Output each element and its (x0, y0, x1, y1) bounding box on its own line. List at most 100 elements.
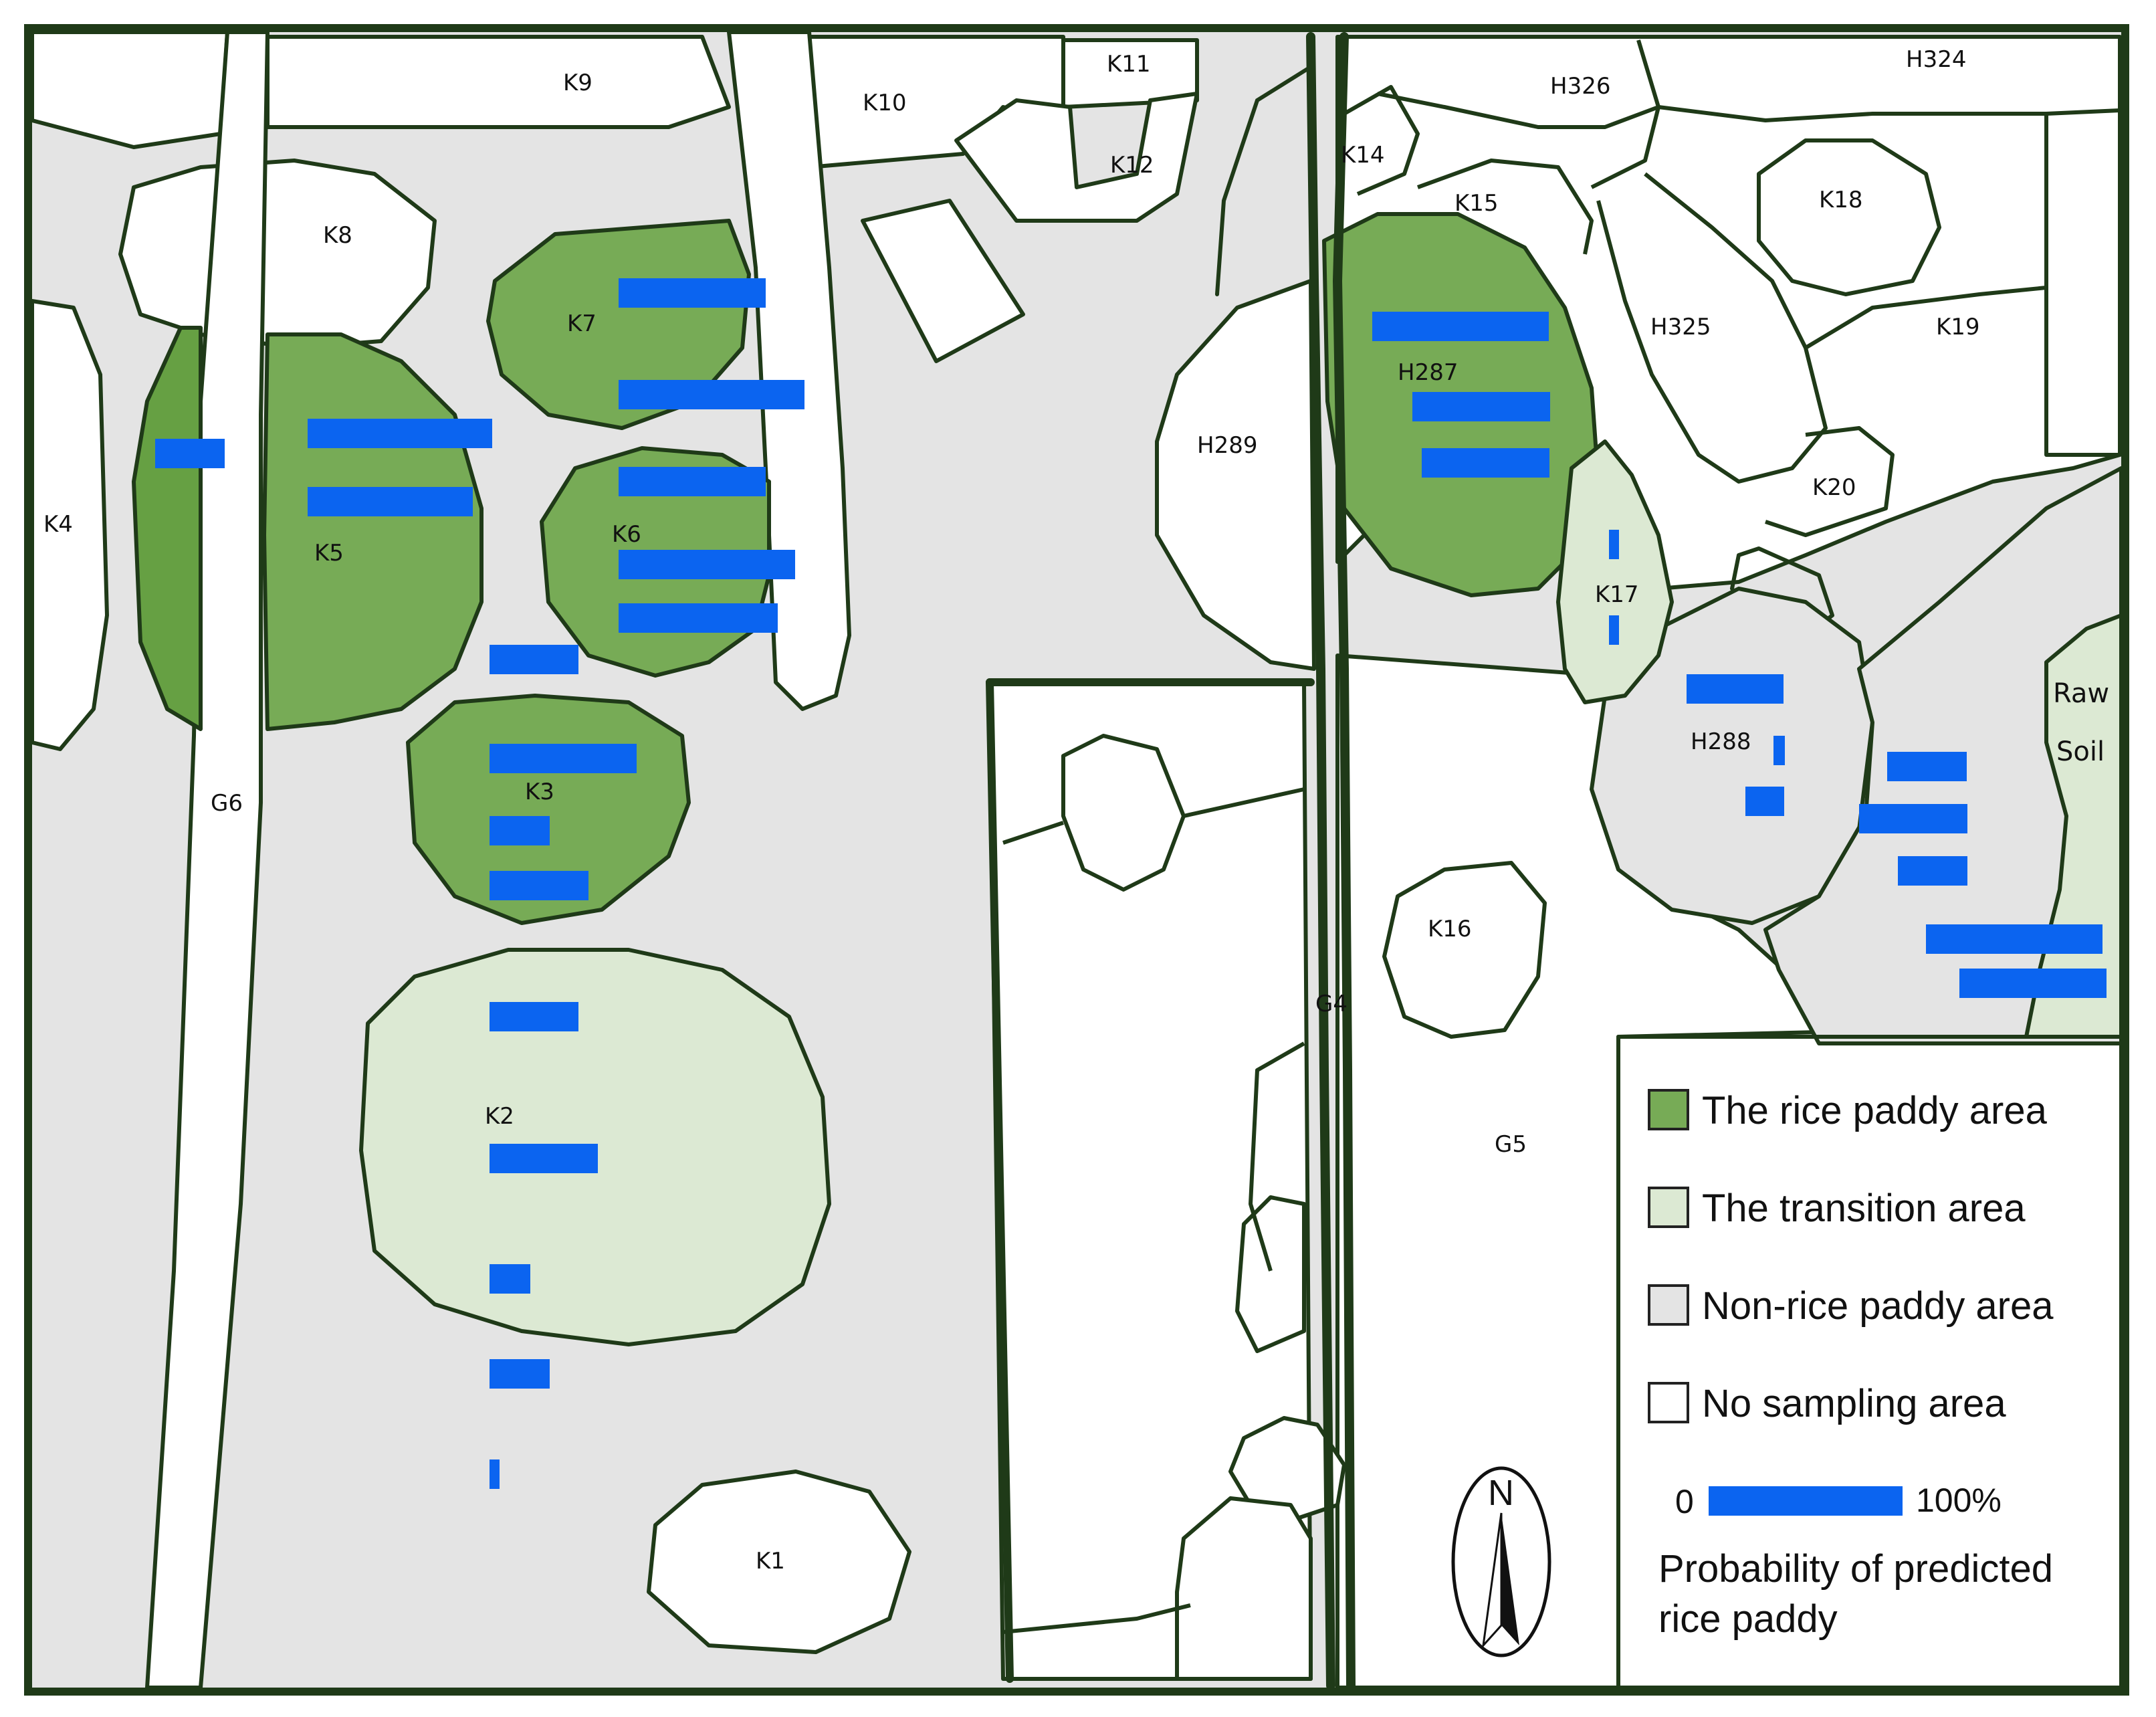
label-H324: H324 (1906, 46, 1966, 73)
probability-bar (490, 1002, 578, 1031)
label-K4: K4 (43, 511, 73, 538)
label-H326: H326 (1550, 73, 1610, 100)
probability-bar (155, 439, 225, 468)
label-K11: K11 (1107, 51, 1151, 78)
probability-bar (1609, 615, 1619, 645)
label-G5: G5 (1495, 1131, 1527, 1158)
boundary-H324-east (2044, 114, 2120, 457)
label-H287: H287 (1398, 359, 1458, 386)
label-G6: G6 (211, 790, 243, 817)
probability-bar (1773, 736, 1785, 765)
boundary-H326-east (1590, 39, 1660, 189)
label-K2: K2 (485, 1103, 514, 1130)
probability-bar (490, 871, 588, 900)
zone-K8 (118, 159, 437, 350)
road-G4-east (1332, 32, 1356, 1690)
label-H288: H288 (1691, 728, 1751, 755)
zone-K7 (486, 219, 751, 430)
probability-bar (308, 487, 473, 516)
legend-swatch-rice-paddy (1648, 1089, 1689, 1130)
legend-label-rice-paddy: The rice paddy area (1702, 1089, 2048, 1132)
probability-bar (1745, 787, 1784, 816)
probability-bar (490, 1144, 598, 1173)
line-a (1002, 821, 1064, 845)
legend-probability-line1: Probability of predicted (1658, 1547, 2053, 1591)
probability-bar (490, 645, 578, 674)
label-K15: K15 (1454, 190, 1499, 217)
label-K12: K12 (1110, 152, 1154, 179)
zone-top-block (861, 199, 1025, 363)
legend-label-non-rice: Non-rice paddy area (1702, 1284, 2054, 1328)
boundary-H325 (1596, 172, 1828, 484)
label-raw-soil-1: Raw (2053, 678, 2109, 709)
line-d (1002, 1603, 1191, 1634)
boundary-K20 (1765, 426, 1895, 537)
line-b (1183, 787, 1305, 818)
probability-bar (619, 278, 766, 308)
probability-bar (1898, 856, 1967, 886)
plot-mid-bottom (1175, 1496, 1313, 1681)
legend-background (1616, 1035, 2123, 1690)
probability-bar (1412, 392, 1550, 421)
boundary-H326 (1377, 92, 1660, 129)
boundary-H324 (1658, 105, 2121, 122)
legend: The rice paddy area The transition area … (1648, 1089, 2054, 1641)
legend-scale-min: 0 (1675, 1483, 1694, 1520)
legend-probability-line2: rice paddy (1658, 1597, 1838, 1641)
label-K9: K9 (563, 70, 592, 96)
legend-swatch-no-sampling (1648, 1382, 1689, 1423)
block-left-edge (986, 678, 1014, 1683)
zone-K1 (647, 1470, 911, 1654)
probability-bar (1859, 804, 1967, 833)
label-K8: K8 (323, 222, 352, 249)
label-K5: K5 (314, 540, 344, 567)
label-K10: K10 (863, 90, 907, 116)
probability-bar (1422, 448, 1549, 478)
label-K3: K3 (525, 779, 554, 805)
label-K14: K14 (1341, 142, 1385, 169)
boundary-K15 (1416, 159, 1594, 255)
zone-K17 (1556, 439, 1674, 704)
road-central (727, 30, 851, 711)
boundary-K18 (1757, 138, 1941, 296)
legend-swatch-non-rice (1648, 1284, 1689, 1326)
probability-bar (490, 1459, 500, 1489)
probability-bar (1926, 924, 2103, 954)
probability-bar (490, 816, 550, 845)
zone-K9 (265, 35, 731, 129)
label-K19: K19 (1936, 314, 1980, 340)
zone-K12 (954, 92, 1199, 223)
probability-bar (490, 1359, 550, 1389)
label-K6: K6 (612, 521, 641, 548)
label-K18: K18 (1819, 187, 1863, 213)
zone-K16 (1382, 861, 1547, 1039)
probability-bar (490, 744, 637, 773)
zone-K4 (30, 299, 109, 751)
probability-bar (490, 1264, 530, 1294)
road-G4-west (1306, 32, 1335, 1690)
probability-bar (619, 380, 804, 409)
probability-bar (1887, 752, 1967, 781)
legend-scale-bar (1709, 1486, 1903, 1516)
probability-bar (1372, 312, 1549, 341)
road-north-branch (1215, 65, 1313, 296)
north-arrow-letter: N (1488, 1473, 1514, 1513)
map-frame (24, 24, 2129, 1696)
plot-mid-oval-1 (1061, 734, 1186, 892)
zone-G6-paddy (132, 326, 203, 731)
boundary-K14 (1343, 85, 1420, 196)
label-K17: K17 (1595, 581, 1639, 608)
probability-bar (1609, 530, 1619, 559)
probability-bar (619, 467, 766, 496)
probability-bars (155, 278, 2107, 1489)
label-K7: K7 (567, 310, 597, 337)
label-K1: K1 (756, 1548, 785, 1575)
probability-bar (1687, 674, 1784, 704)
legend-scale-max: 100% (1916, 1482, 2002, 1519)
probability-bar (619, 603, 778, 633)
legend-label-transition: The transition area (1702, 1187, 2026, 1230)
label-G4: G4 (1315, 991, 1348, 1017)
plot-mid-circle (1228, 1416, 1346, 1520)
legend-swatch-transition (1648, 1187, 1689, 1228)
